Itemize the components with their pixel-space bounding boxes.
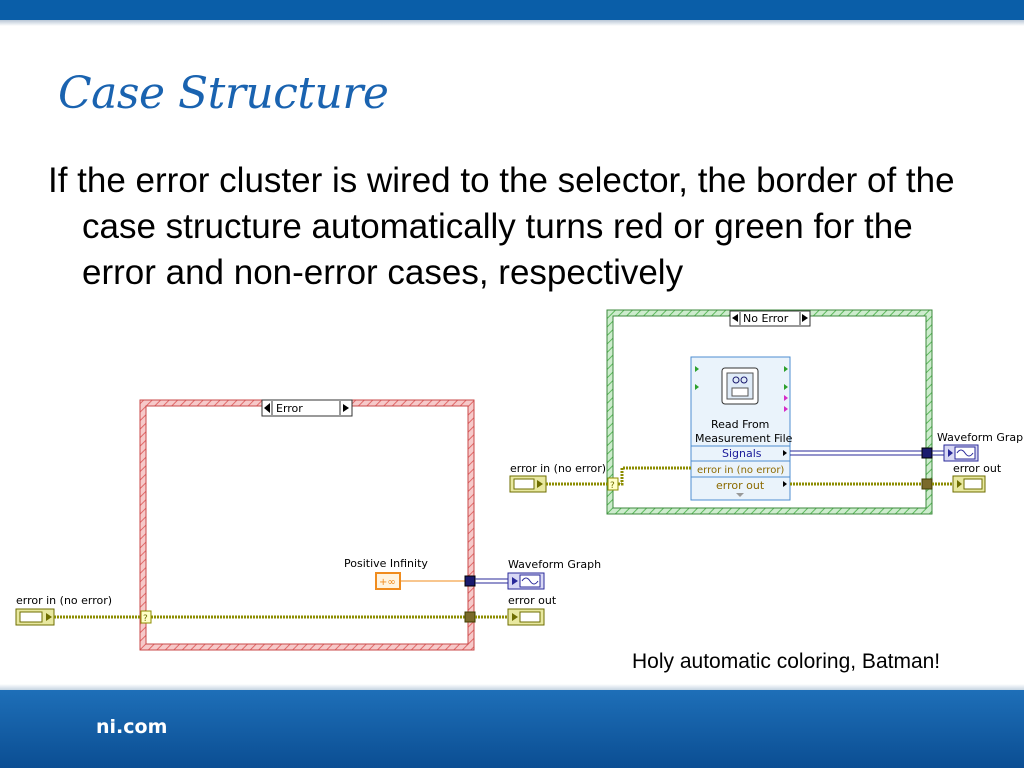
svg-text:?: ? (143, 614, 148, 624)
no-error-error-tunnel (921, 478, 933, 490)
no-error-case-selector-label: No Error (743, 312, 789, 325)
top-banner (0, 0, 1024, 20)
vi-label-line1: Read From (711, 418, 769, 431)
vi-terminal-error-in: error in (no error) (697, 465, 784, 476)
no-error-error-out-label: error out (953, 462, 1002, 475)
no-error-error-in-terminal[interactable] (509, 475, 547, 493)
error-out-label: error out (508, 594, 557, 607)
footer-separator (0, 684, 1024, 690)
top-banner-shadow (0, 20, 1024, 26)
positive-infinity-label: Positive Infinity (344, 557, 428, 570)
slide-caption: Holy automatic coloring, Batman! (632, 650, 941, 673)
no-error-waveform-label: Waveform Graph (937, 431, 1024, 444)
error-in-terminal[interactable] (15, 608, 55, 626)
waveform-graph-label: Waveform Graph (508, 558, 601, 571)
waveform-graph-terminal[interactable] (507, 572, 545, 590)
no-error-waveform-terminal[interactable] (943, 444, 979, 462)
error-in-label: error in (no error) (16, 594, 112, 607)
error-case-selector[interactable]: Error (261, 399, 353, 417)
error-case-inner (145, 405, 469, 645)
footer-banner (0, 690, 1024, 768)
positive-infinity-value: +∞ (379, 577, 396, 588)
svg-text:?: ? (610, 481, 615, 491)
no-error-wire-to-vi (618, 466, 691, 486)
no-error-error-in-label: error in (no error) (510, 462, 606, 475)
no-error-waveform-tunnel (921, 447, 933, 459)
error-out-terminal[interactable] (507, 608, 545, 626)
waveform-tunnel-error (464, 575, 476, 587)
no-error-error-out-terminal[interactable] (952, 475, 986, 493)
vi-label-line2: Measurement File (695, 432, 793, 445)
no-error-case-selector[interactable]: No Error (729, 310, 811, 327)
error-case-selector-label: Error (276, 402, 303, 415)
read-from-measurement-file-vi[interactable]: Read From Measurement File Signals error… (690, 356, 793, 501)
vi-terminal-error-out: error out (716, 479, 765, 492)
slide-title: Case Structure (58, 68, 389, 119)
vi-terminal-signals: Signals (722, 447, 762, 460)
slide-body-text: If the error cluster is wired to the sel… (48, 161, 955, 292)
footer-brand[interactable]: ni.com (96, 716, 168, 738)
